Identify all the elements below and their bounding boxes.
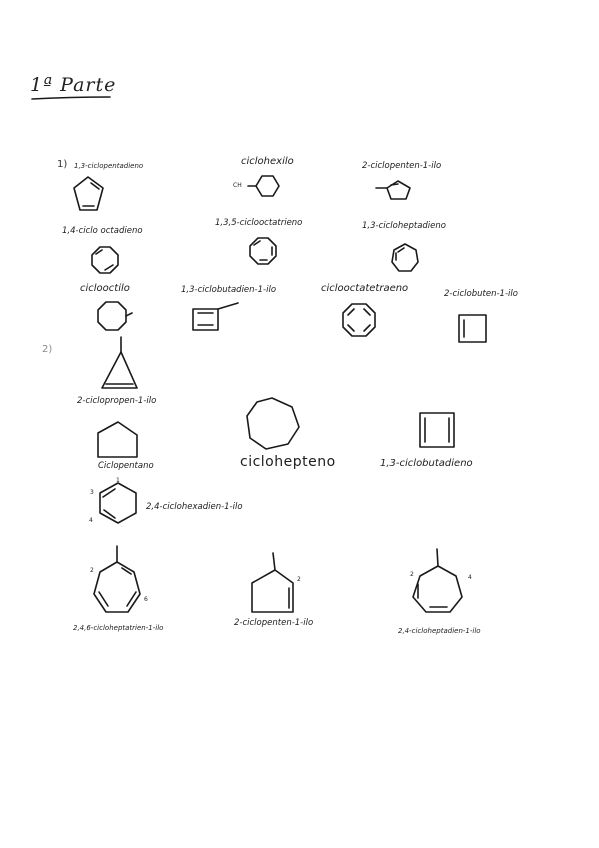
cyclopentenyl-structure-2 <box>251 552 294 613</box>
label-cyclohexadienyl: 2,4-ciclohexadien-1-ilo <box>146 502 243 512</box>
label-cyclobutadienyl: 1,3-ciclobutadien-1-ilo <box>181 285 277 295</box>
cycloheptadienyl-structure <box>412 548 463 613</box>
cyclobutadiene-structure <box>419 412 455 448</box>
cyclobutenyl-structure <box>458 314 487 343</box>
cyclooctadiene-structure <box>91 246 119 274</box>
locant-6: 6 <box>144 596 148 603</box>
label-cycloheptene: ciclohepteno <box>240 454 336 470</box>
locant-1: 1 <box>116 477 120 484</box>
cyclopentane-structure <box>97 421 138 458</box>
label-cyclopentadiene: 1,3-ciclopentadieno <box>74 162 144 170</box>
cyclopentenyl-structure-1 <box>375 180 411 200</box>
cyclopropenyl-structure <box>101 336 138 389</box>
section-2-number: 2) <box>42 344 53 355</box>
label-cyclohexyl: ciclohexilo <box>241 156 294 167</box>
page-title: 1ª Parte <box>30 74 117 96</box>
cyclohexadienyl-structure <box>99 482 137 524</box>
label-cyclopropenyl: 2-ciclopropen-1-ilo <box>77 396 157 406</box>
label-cyclobutadiene: 1,3-ciclobutadieno <box>380 458 473 469</box>
title-underline <box>31 96 111 100</box>
cyclooctatetraene-structure <box>342 303 376 337</box>
label-cyclopentane: Ciclopentano <box>98 461 154 471</box>
label-cyclooctatetraene: ciclooctatetraeno <box>321 283 409 294</box>
locant-4-cycloheptadienyl: 4 <box>468 574 472 581</box>
label-cyclooctadiene: 1,4-ciclo octadieno <box>62 226 143 236</box>
label-cycloheptadienyl: 2,4-cicloheptadien-1-ilo <box>398 627 481 635</box>
label-cyclooctatriene: 1,3,5-ciclooctatrieno <box>215 218 303 228</box>
locant-4: 4 <box>89 517 93 524</box>
label-cyclobutenyl: 2-ciclobuten-1-ilo <box>444 289 518 299</box>
cyclooctyl-structure <box>97 301 133 331</box>
label-cyclopentenyl-1: 2-ciclopenten-1-ilo <box>362 161 442 171</box>
label-cyclooctyl: ciclooctilo <box>80 283 130 294</box>
locant-2-cycloheptadienyl: 2 <box>410 571 414 578</box>
section-1-number: 1) <box>57 159 68 170</box>
label-cyclopentenyl-2: 2-ciclopenten-1-ilo <box>234 618 314 628</box>
cyclooctatriene-structure <box>249 237 277 265</box>
locant-2: 2 <box>90 567 94 574</box>
cycloheptatrienyl-structure <box>93 545 141 613</box>
label-cycloheptatrienyl: 2,4,6-cicloheptatrien-1-ilo <box>73 624 164 632</box>
cycloheptene-structure <box>246 397 300 450</box>
cycloheptadiene-structure <box>391 243 419 272</box>
cyclohexyl-structure <box>247 175 280 197</box>
cyclobutadienyl-structure <box>192 302 239 331</box>
cyclopentadiene-structure <box>73 176 104 211</box>
label-cycloheptadiene: 1,3-cicloheptadieno <box>362 221 446 231</box>
ch-annotation: CH <box>233 182 242 189</box>
locant-3: 3 <box>90 489 94 496</box>
locant-2-cyclopentenyl: 2 <box>297 576 301 583</box>
